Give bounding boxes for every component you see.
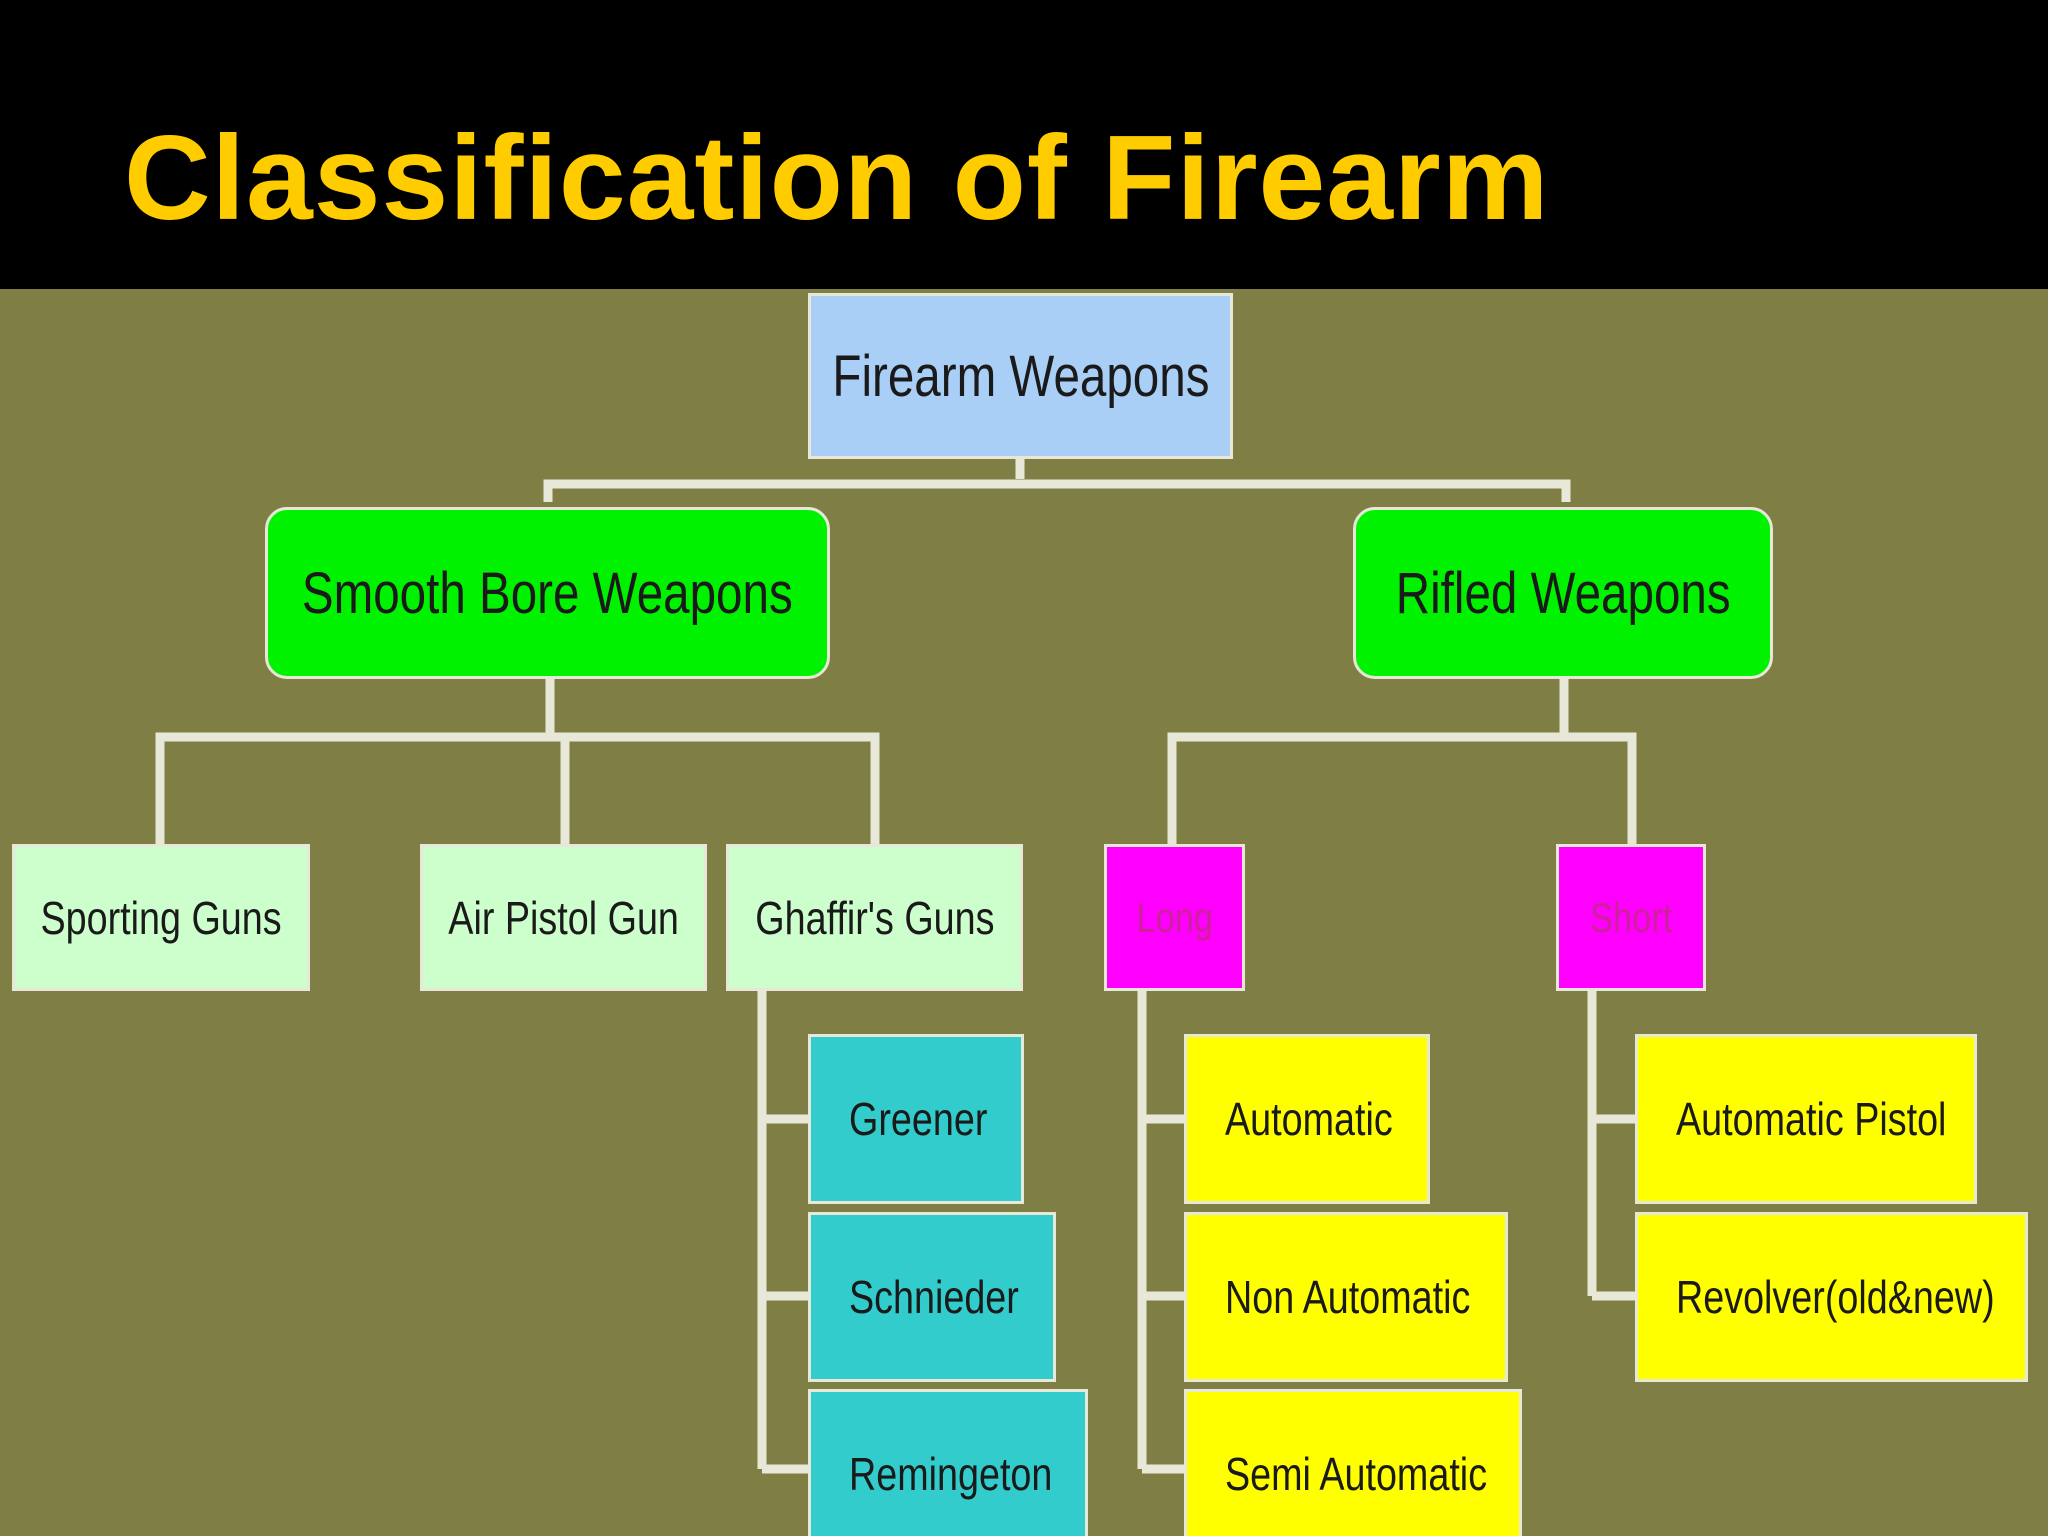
- node-label: Long: [1136, 893, 1213, 941]
- node-label: Short: [1589, 893, 1673, 941]
- node-non-automatic: Non Automatic: [1184, 1212, 1508, 1382]
- node-label: Sporting Guns: [40, 891, 282, 944]
- node-ghaffirs-guns: Ghaffir's Guns: [726, 844, 1023, 991]
- connector-ghaffirs: [757, 989, 808, 1474]
- slide-title: Classification of Firearm: [124, 111, 1550, 245]
- node-label: Automatic Pistol: [1676, 1093, 1947, 1145]
- node-short: Short: [1556, 844, 1706, 991]
- node-greener: Greener: [808, 1034, 1024, 1204]
- diagram-canvas: Firearm Weapons Smooth Bore Weapons Rifl…: [0, 289, 2048, 1536]
- connector-rifled: [1167, 679, 1637, 846]
- node-label: Non Automatic: [1225, 1271, 1471, 1323]
- node-air-pistol-gun: Air Pistol Gun: [420, 844, 707, 991]
- node-remingeton: Remingeton: [808, 1389, 1088, 1536]
- connector-root: [543, 459, 1571, 502]
- node-label: Remingeton: [849, 1448, 1053, 1500]
- node-label: Air Pistol Gun: [448, 891, 679, 944]
- node-label: Rifled Weapons: [1395, 560, 1731, 626]
- node-label: Greener: [849, 1093, 988, 1145]
- node-rifled-weapons: Rifled Weapons: [1353, 507, 1773, 679]
- node-label: Firearm Weapons: [831, 343, 1210, 409]
- node-label: Automatic: [1225, 1093, 1393, 1145]
- connector-short: [1587, 989, 1635, 1301]
- connector-long: [1137, 989, 1184, 1474]
- node-smooth-bore-weapons: Smooth Bore Weapons: [265, 507, 830, 679]
- connector-smooth-bore: [155, 679, 880, 846]
- node-label: Ghaffir's Guns: [754, 891, 995, 944]
- node-label: Revolver(old&new): [1676, 1271, 1995, 1323]
- node-sporting-guns: Sporting Guns: [12, 844, 310, 991]
- node-semi-automatic: Semi Automatic: [1184, 1389, 1522, 1536]
- node-automatic-pistol: Automatic Pistol: [1635, 1034, 1977, 1204]
- connector-lines: [155, 459, 1637, 1474]
- node-automatic: Automatic: [1184, 1034, 1430, 1204]
- node-label: Smooth Bore Weapons: [302, 560, 793, 626]
- node-firearm-weapons: Firearm Weapons: [808, 293, 1233, 459]
- node-label: Semi Automatic: [1225, 1448, 1488, 1500]
- node-revolver: Revolver(old&new): [1635, 1212, 2028, 1382]
- node-schnieder: Schnieder: [808, 1212, 1056, 1382]
- title-bar: Classification of Firearm: [0, 0, 2048, 289]
- node-long: Long: [1104, 844, 1245, 991]
- node-label: Schnieder: [849, 1271, 1019, 1323]
